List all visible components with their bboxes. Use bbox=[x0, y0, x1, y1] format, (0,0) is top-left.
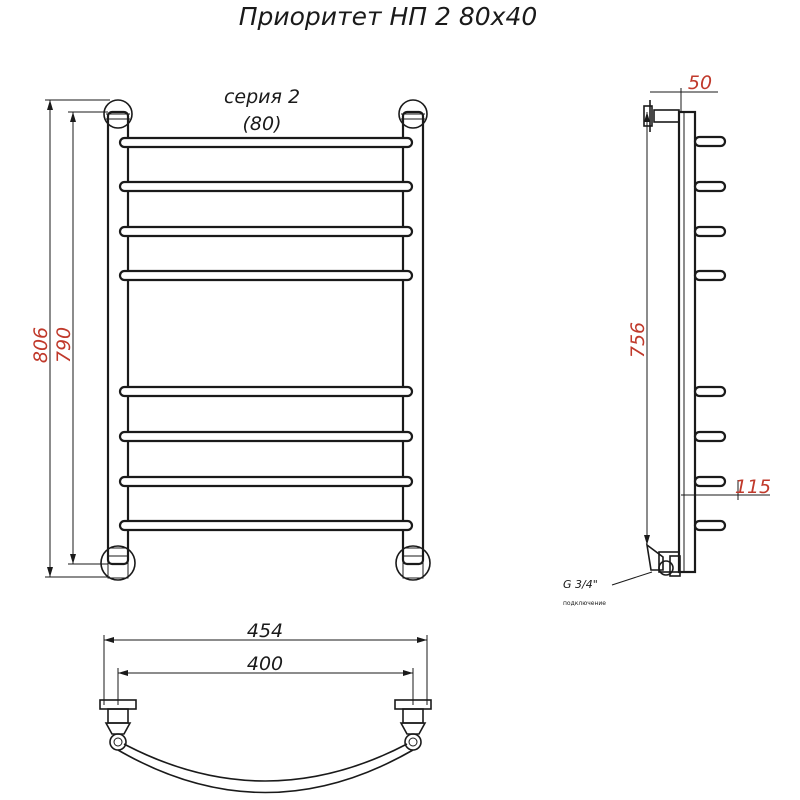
rung bbox=[118, 430, 414, 443]
bottom-left-connector bbox=[100, 545, 136, 581]
rungs bbox=[118, 136, 414, 532]
series-label: серия 2 bbox=[224, 86, 300, 108]
side-rung-stubs bbox=[693, 135, 727, 532]
width-axis-label: 400 bbox=[247, 653, 283, 675]
curved-rung-outer bbox=[117, 749, 414, 794]
height-axis-label: 790 bbox=[53, 327, 75, 363]
top-right-cap bbox=[398, 99, 428, 129]
depth-top-label: 50 bbox=[688, 72, 712, 94]
side-post bbox=[677, 110, 697, 574]
width-total-label: 454 bbox=[247, 620, 283, 642]
top-wall-mount bbox=[643, 100, 680, 132]
rung bbox=[118, 180, 414, 193]
top-view: 454 400 bbox=[99, 620, 432, 794]
depth-bottom-label: 115 bbox=[735, 476, 771, 498]
series-sub-label: (80) bbox=[242, 113, 281, 135]
front-view: серия 2 (80) bbox=[30, 86, 431, 581]
right-end-circle bbox=[404, 733, 422, 751]
bottom-right-connector bbox=[395, 545, 431, 581]
height-dimensions: 806 790 bbox=[30, 99, 110, 578]
curved-rung-inner bbox=[123, 743, 408, 782]
rung bbox=[118, 269, 414, 282]
rung bbox=[118, 519, 414, 532]
rung bbox=[118, 225, 414, 238]
rung bbox=[118, 136, 414, 149]
side-height-label: 756 bbox=[627, 322, 649, 358]
left-end-circle bbox=[109, 733, 127, 751]
rung bbox=[118, 475, 414, 488]
connection-note-label: подключение bbox=[563, 600, 606, 607]
left-wall-bracket bbox=[99, 699, 137, 735]
bottom-valve bbox=[645, 543, 681, 577]
rung bbox=[118, 385, 414, 398]
side-view: 756 50 115 G 3/4" подключение bbox=[563, 72, 771, 607]
right-wall-bracket bbox=[394, 699, 432, 735]
top-left-cap bbox=[103, 99, 133, 129]
drawing-title: Приоритет НП 2 80х40 bbox=[239, 2, 538, 31]
left-post bbox=[106, 110, 130, 566]
connection-thread-label: G 3/4" bbox=[563, 578, 598, 591]
height-total-label: 806 bbox=[30, 327, 52, 363]
right-post bbox=[401, 110, 425, 566]
